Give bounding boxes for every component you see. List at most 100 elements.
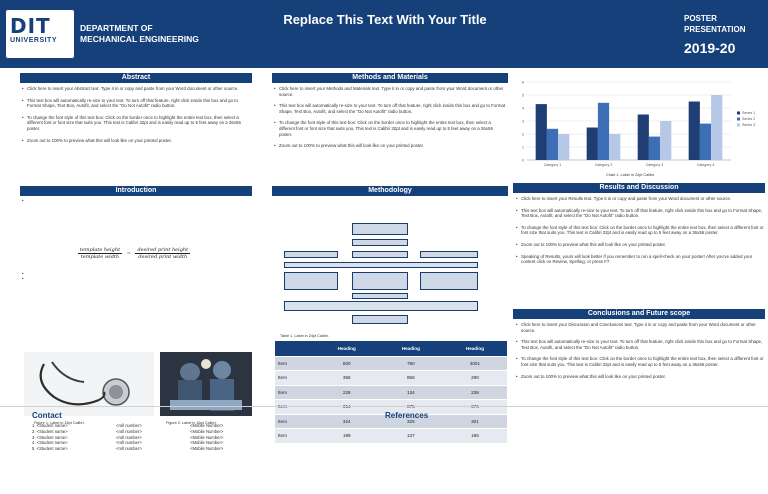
chart-legend-label: Series 1 <box>742 111 755 115</box>
table-header-cell: Heading <box>378 341 443 357</box>
table-cell: 800 <box>314 356 379 371</box>
flow-mid-small <box>352 293 408 299</box>
contact-mobile: <Mobile Number> <box>190 434 224 440</box>
chart-bar <box>558 134 570 160</box>
contact-student: 4. <Student name> <box>32 440 68 446</box>
formula-right-numerator: desired print height <box>135 247 191 254</box>
university-logo: DIT UNIVERSITY <box>6 10 74 58</box>
references-heading: References <box>385 411 429 420</box>
poster-title[interactable]: Replace This Text With Your Title <box>283 12 487 27</box>
chart-x-tick-label: Category 4 <box>697 163 715 167</box>
conclusions-body[interactable]: Click here to insert your Discussion and… <box>516 322 764 384</box>
conclusions-bullet: Zoom out to 100% to preview what this wi… <box>516 374 764 380</box>
chart-y-tick-label: 4 <box>522 106 524 110</box>
abstract-bullet: Zoom out to 100% to preview what this wi… <box>22 138 252 144</box>
chart-y-tick-label: 2 <box>522 132 524 136</box>
table-cell: 134 <box>378 385 443 400</box>
conclusions-heading: Conclusions and Future scope <box>513 309 765 319</box>
flow-bottom-band <box>284 301 478 311</box>
equals-sign: = <box>126 251 131 257</box>
methodology-heading: Methodology <box>272 186 508 196</box>
chart-bar <box>637 114 649 160</box>
table-cell: 290 <box>442 370 507 386</box>
table-cell: 325 <box>378 414 443 429</box>
table-cell: 301 <box>442 414 507 429</box>
results-bullet: To change the font style of this text bo… <box>516 225 764 236</box>
contact-student: 3. <Student name> <box>32 434 68 440</box>
formula-left-numerator: template height <box>77 247 123 254</box>
contact-roll: <roll number> <box>116 440 142 446</box>
chart-x-tick-label: Category 1 <box>544 163 562 167</box>
table-cell: 856 <box>378 370 443 386</box>
chart-legend-label: Series 3 <box>742 123 755 127</box>
abstract-body[interactable]: Click here to insert your Abstract text.… <box>22 86 252 148</box>
academic-year: 2019-20 <box>684 40 736 56</box>
flow-band <box>284 262 478 268</box>
results-bullet: Zoom out to 100% to preview what this wi… <box>516 242 764 248</box>
poster-presentation-label: POSTER PRESENTATION <box>684 13 764 35</box>
methods-bullet: To change the font style of this text bo… <box>274 120 506 137</box>
methods-bullet: This text box will automatically re-size… <box>274 103 506 114</box>
conclusions-bullet: Click here to insert your Discussion and… <box>516 322 764 333</box>
chart-bar <box>609 134 621 160</box>
table-cell: 228 <box>314 385 379 400</box>
poster-header: DIT UNIVERSITY DEPARTMENT OF MECHANICAL … <box>0 0 768 68</box>
table-cell: 790 <box>378 356 443 371</box>
flow-bottom-box <box>352 315 408 324</box>
table-cell: 186 <box>442 428 507 444</box>
introduction-para-1[interactable] <box>22 198 252 204</box>
logo-main-text: DIT <box>10 14 51 38</box>
results-bullet: Click here to insert your Results text. … <box>516 196 764 202</box>
conclusions-bullet: To change the font style of this text bo… <box>516 356 764 367</box>
contact-mobile: <Mobile Number> <box>190 440 224 446</box>
figure-2-caption: Figure 2. Label in 16pt Calibri. <box>166 421 217 425</box>
formula-left-fraction: template height template width <box>77 247 123 260</box>
results-heading: Results and Discussion <box>513 183 765 193</box>
contact-mobiles-column[interactable]: <Mobile Number> <Mobile Number> <Mobile … <box>190 423 223 452</box>
abstract-bullet: This text box will automatically re-size… <box>22 98 252 109</box>
poster-label-line-2: PRESENTATION <box>684 25 746 34</box>
department-line-2: MECHANICAL ENGINEERING <box>80 34 199 44</box>
table-header-cell: Heading <box>442 341 507 357</box>
contact-roll: <roll number> <box>116 446 142 452</box>
flow-mid-label <box>352 251 408 258</box>
contact-student: 5. <Student name> <box>32 446 68 452</box>
department-line-1: DEPARTMENT OF <box>80 23 153 33</box>
table-row-label: Item <box>275 385 315 400</box>
abstract-bullet: To change the font style of this text bo… <box>22 115 252 132</box>
table-cell: 137 <box>378 428 443 444</box>
chart-y-tick-label: 5 <box>522 93 524 97</box>
formula-right-fraction: desired print height desired print width <box>135 247 191 260</box>
chart-bar <box>688 101 700 160</box>
contact-mobile: <Mobile Number> <box>190 428 224 434</box>
chart-bar <box>535 104 547 160</box>
contact-students-column[interactable]: 1. <Student name> 2. <Student name> 3. <… <box>32 423 68 452</box>
methods-body[interactable]: Click here to insert your Methods and Ma… <box>274 86 506 154</box>
table-cell: 324 <box>314 414 379 429</box>
contact-rolls-column[interactable]: <roll number> <roll number> <roll number… <box>116 423 142 452</box>
table-row-label: Item <box>275 356 315 371</box>
abstract-heading: Abstract <box>20 73 252 83</box>
chart-y-tick-label: 1 <box>522 145 524 149</box>
flow-box-right <box>420 272 478 290</box>
conclusions-bullet: This text box will automatically re-size… <box>516 339 764 350</box>
chart-bar <box>660 121 672 160</box>
contact-roll: <roll number> <box>116 423 142 428</box>
chart-bar <box>699 123 712 160</box>
formula-right-denominator: desired print width <box>138 254 188 260</box>
figure-2-surgery-image <box>160 352 252 416</box>
table-cell: 356 <box>314 370 379 386</box>
methods-bullet: Click here to insert your Methods and Ma… <box>274 86 506 97</box>
contact-mobile: <Mobile Number> <box>190 423 224 428</box>
figure-1-stethoscope-image <box>24 352 154 416</box>
introduction-para-2[interactable] <box>22 271 252 282</box>
formula-left-denominator: template width <box>80 254 120 260</box>
results-bullet: Speaking of Results, yours will look bet… <box>516 254 764 265</box>
methods-heading: Methods and Materials <box>272 73 508 83</box>
results-body[interactable]: Click here to insert your Results text. … <box>516 196 764 270</box>
